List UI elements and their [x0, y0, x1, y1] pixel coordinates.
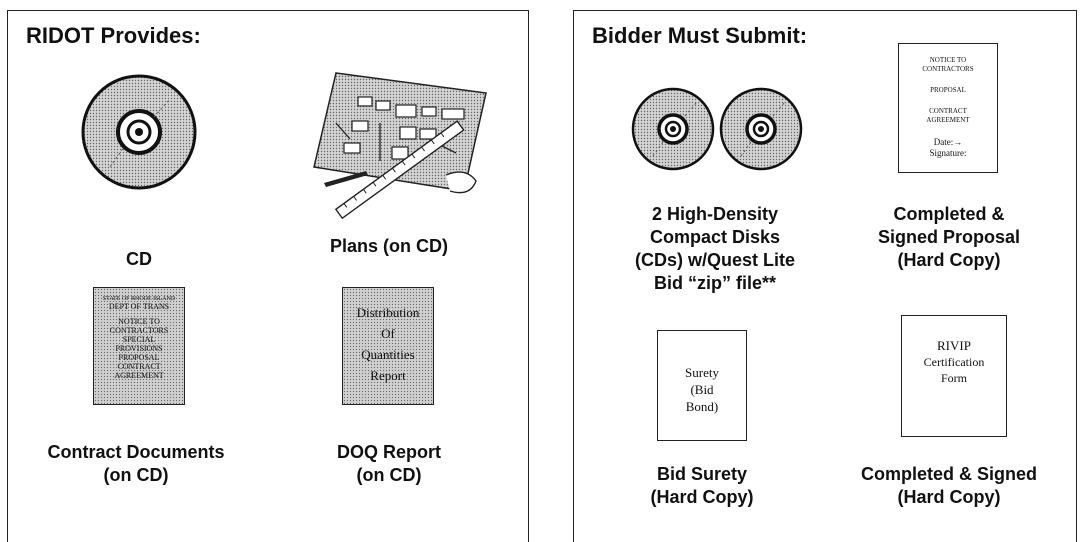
plans-blueprint-icon	[296, 63, 488, 223]
cd-disc-icon	[80, 73, 198, 191]
ridot-provides-panel: RIDOT Provides: CD	[7, 10, 529, 542]
cds-caption: 2 High-Density Compact Disks (CDs) w/Que…	[634, 204, 795, 293]
two-cd-discs-icon	[631, 86, 805, 177]
ridot-provides-title: RIDOT Provides:	[26, 23, 201, 48]
signed-proposal-caption: Completed & Signed Proposal (Hard Copy)	[877, 204, 1021, 270]
bid-surety-caption: Bid Surety (Hard Copy)	[650, 464, 754, 507]
proposal-document-icon: NOTICE TO CONTRACTORS PROPOSAL CONTRACT …	[898, 43, 998, 173]
surety-document-icon: Surety (Bid Bond)	[657, 330, 747, 441]
cd-caption: CD	[126, 249, 152, 269]
rivip-document-icon: RIVIP Certification Form	[901, 315, 1007, 437]
contract-document-icon: STATE OF RHODE ISLAND DEPT OF TRANS NOTI…	[93, 287, 185, 405]
plans-caption: Plans (on CD)	[329, 236, 448, 256]
bidder-must-submit-title: Bidder Must Submit:	[592, 23, 808, 48]
doq-report-icon: Distribution Of Quantities Report	[342, 287, 434, 405]
doq-report-caption: DOQ Report (on CD)	[336, 442, 441, 485]
bidder-must-submit-panel: Bidder Must Submit: 2 High-Density Compa…	[573, 10, 1077, 542]
rivip-caption: Completed & Signed (Hard Copy)	[860, 464, 1037, 507]
contract-documents-caption: Contract Documents (on CD)	[47, 442, 225, 485]
